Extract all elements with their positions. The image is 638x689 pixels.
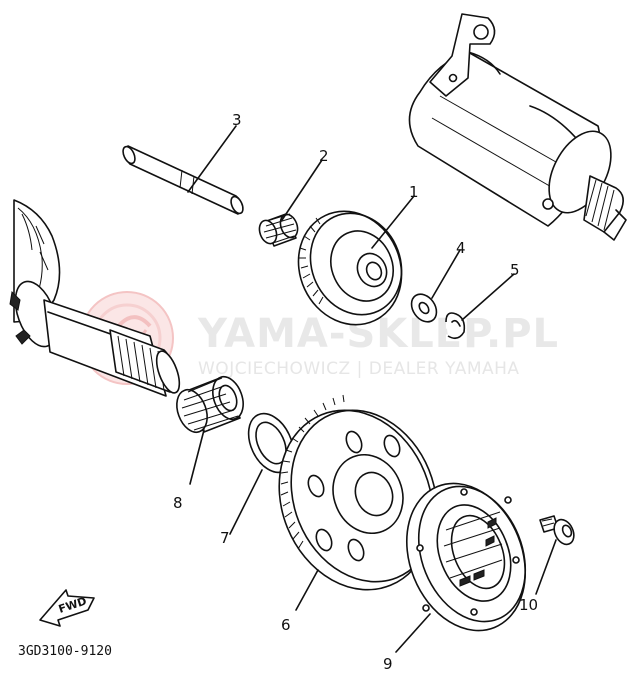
watermark-subtitle: WOJCIECHOWICZ | DEALER YAMAHA	[198, 359, 520, 379]
leader-4	[431, 249, 461, 299]
part-2-needle-bearing	[258, 213, 299, 247]
leader-1	[371, 195, 415, 249]
leader-10	[535, 539, 557, 595]
callout-3: 3	[232, 111, 242, 129]
callout-2: 2	[319, 147, 329, 165]
starter-motor	[408, 13, 627, 241]
callout-8: 8	[173, 494, 183, 512]
callout-10: 10	[519, 596, 538, 614]
diagram-code: 3GD3100-9120	[18, 644, 112, 659]
callout-6: 6	[281, 616, 291, 634]
leader-2	[281, 159, 323, 221]
callout-9: 9	[383, 655, 393, 673]
leader-8	[189, 429, 205, 485]
leader-7	[229, 469, 263, 535]
crankshaft	[9, 199, 181, 397]
callout-1: 1	[409, 183, 419, 201]
part-9-one-way-clutch	[405, 482, 527, 632]
leader-6	[295, 569, 319, 611]
leader-9	[395, 613, 431, 653]
leader-5	[461, 273, 515, 321]
callouts: 1 2 3 4 5 6 7 8 9 10	[173, 111, 538, 673]
leader-lines	[187, 125, 557, 653]
callout-4: 4	[456, 239, 466, 257]
part-10-bolt	[539, 515, 575, 546]
leader-3	[187, 125, 237, 193]
fwd-arrow: FWD	[39, 589, 95, 627]
callout-7: 7	[220, 529, 230, 547]
part-4-washer	[410, 293, 438, 323]
part-3-shaft	[122, 145, 244, 215]
part-5-circlip	[445, 312, 466, 340]
callout-5: 5	[510, 261, 520, 279]
part-8-needle-bearing	[176, 375, 244, 434]
part-1-idler-gear	[297, 210, 403, 326]
part-6-wheel-gear	[278, 394, 438, 591]
